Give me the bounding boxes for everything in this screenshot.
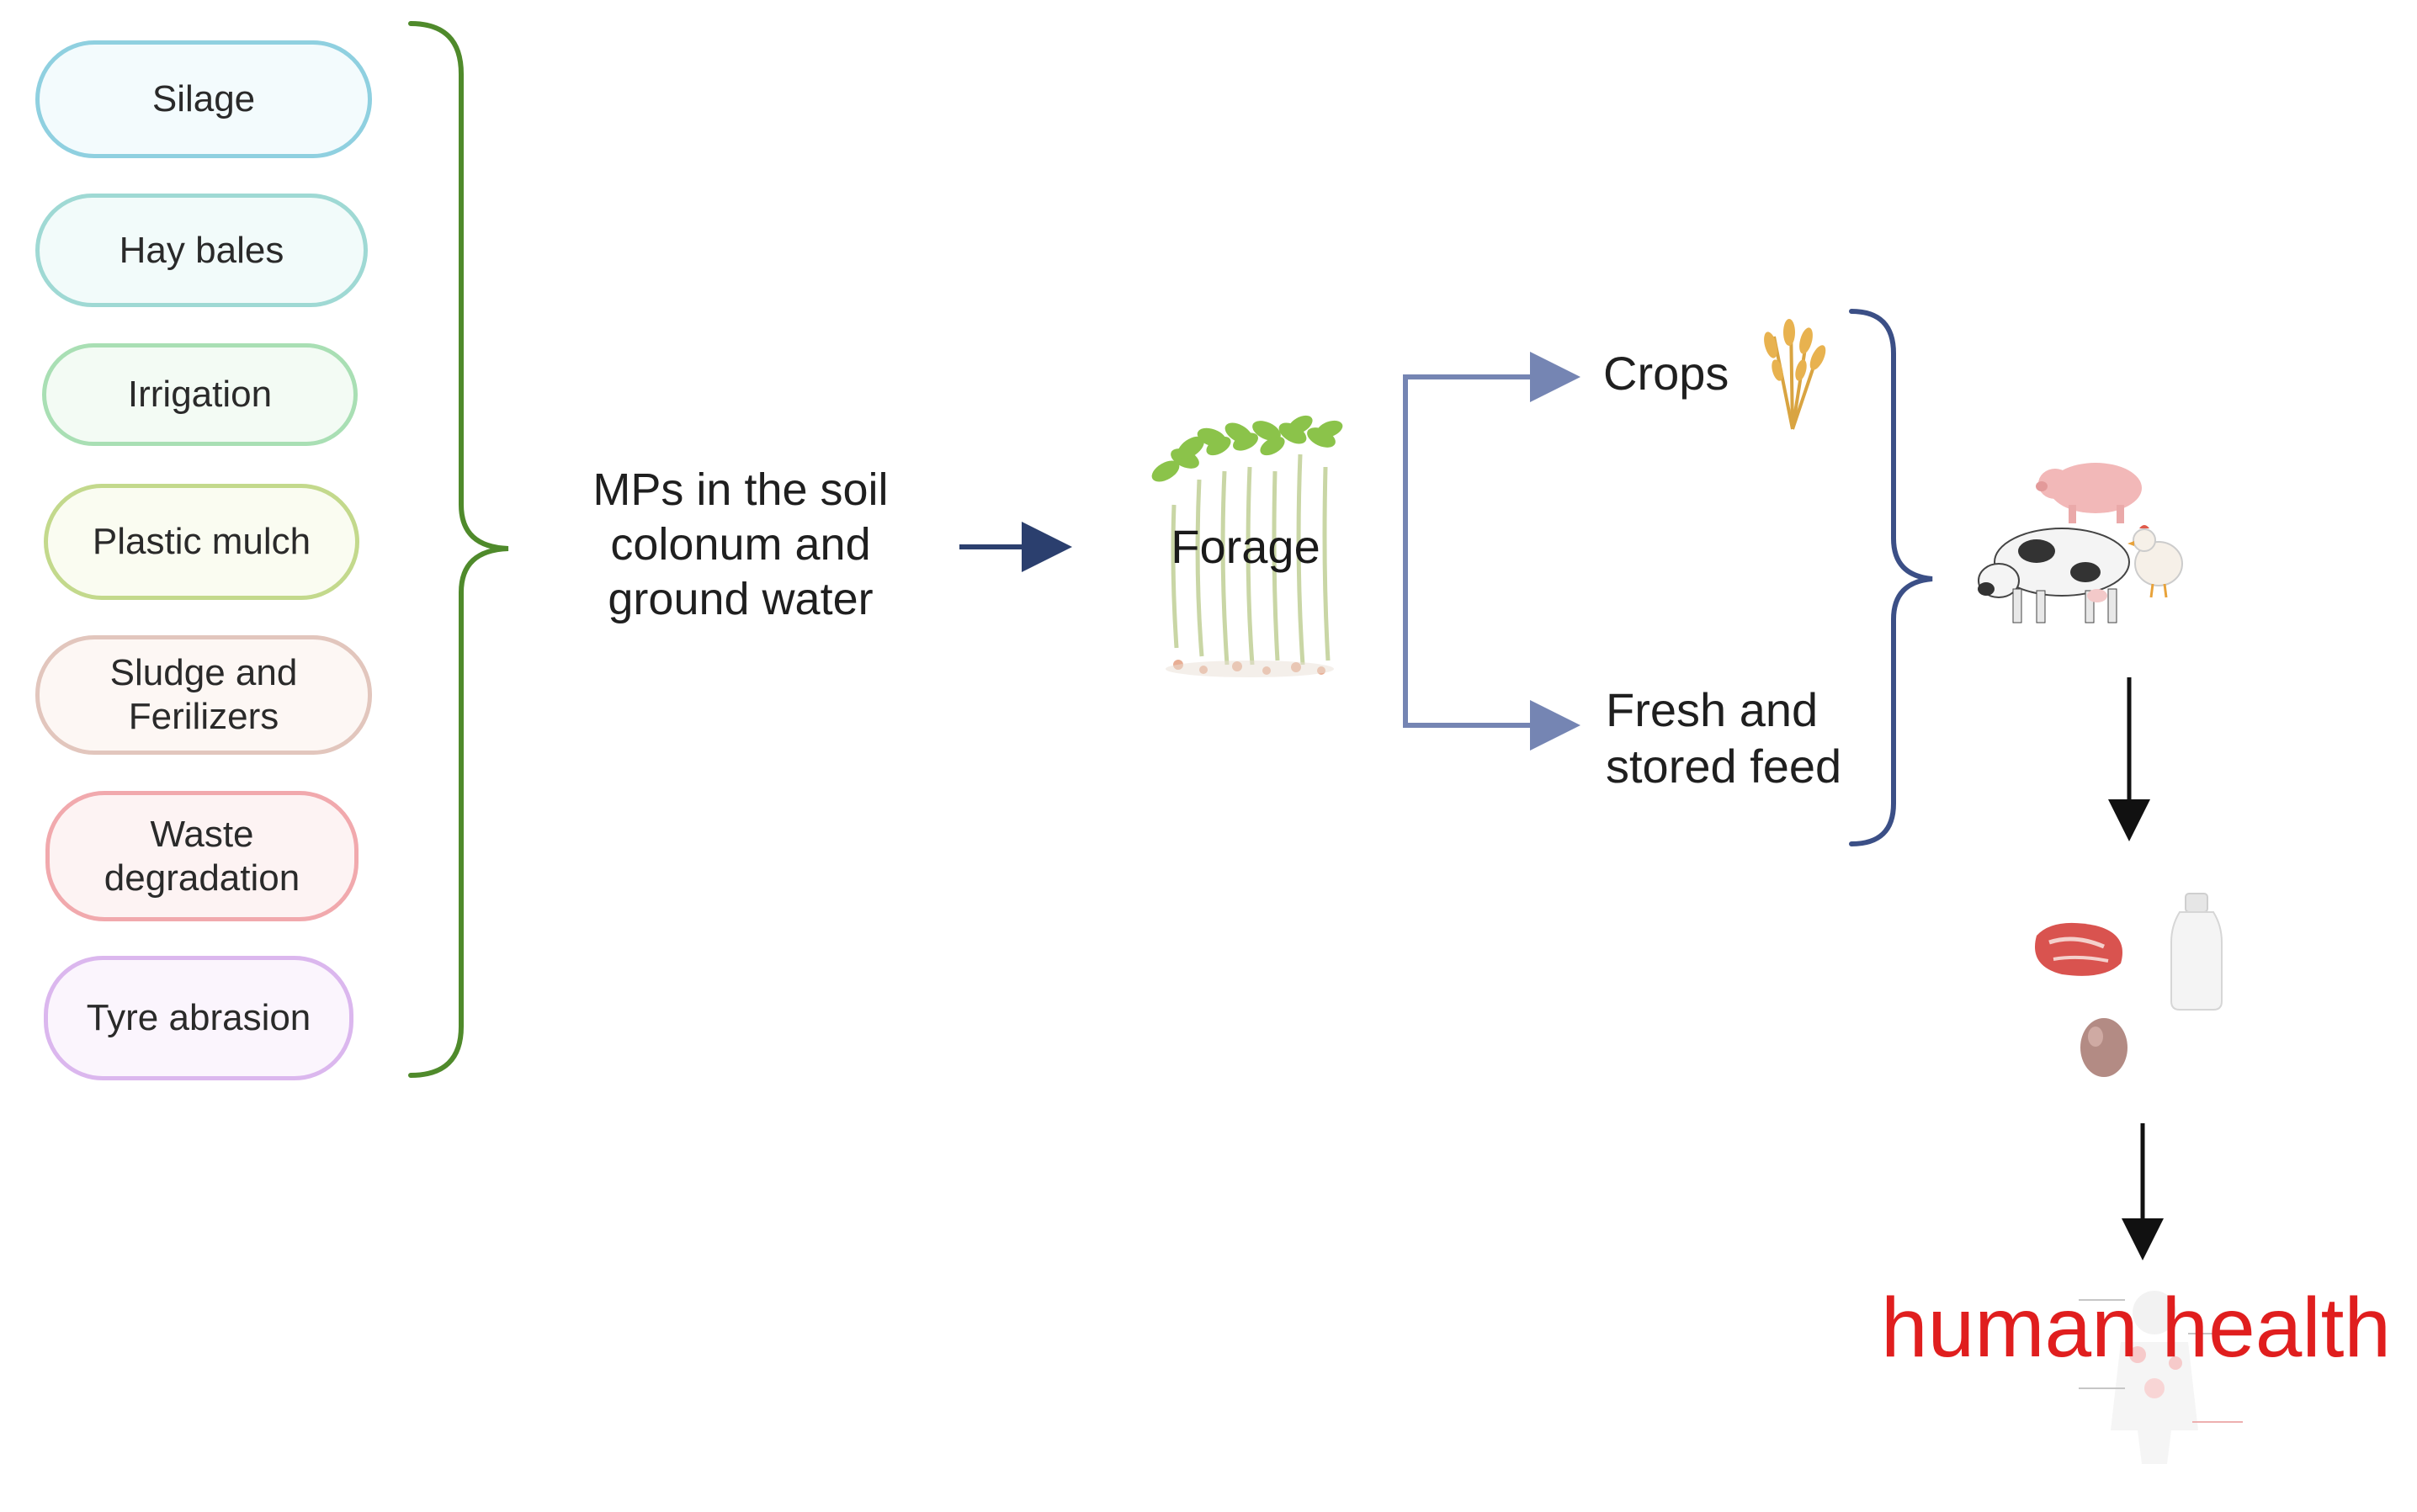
source-irrigation: Irrigation [42,343,358,446]
chicken-icon [2127,525,2183,598]
human-body-icon [2079,1291,2247,1464]
source-label: Waste degradation [104,813,300,899]
source-waste-degradation: Waste degradation [45,791,359,921]
source-label: Hay bales [119,229,284,271]
sources-brace [408,21,509,1078]
feed-brace [1849,309,1933,846]
source-plastic-mulch: Plastic mulch [44,484,359,600]
source-label: Tyre abrasion [86,997,311,1039]
crops-label: Crops [1603,347,1729,400]
branch-connector [1403,374,1574,728]
source-tyre-abrasion: Tyre abrasion [44,956,353,1080]
source-label: Plastic mulch [92,521,311,563]
source-label: Irrigation [127,374,273,416]
cow-icon [1978,528,2130,623]
feed-label: Fresh and stored feed [1606,683,1842,793]
forage-label: Forage [1171,520,1320,573]
source-hay-bales: Hay bales [35,194,368,307]
source-silage: Silage [35,40,372,158]
source-label: Silage [151,78,256,120]
pig-icon [2036,463,2142,523]
milk-bottle-icon [2170,893,2223,1011]
human-health-label: human health [1881,1281,2392,1375]
wheat-icon [1764,319,1826,430]
egg-icon [2080,1018,2127,1077]
meat-icon [2035,922,2122,976]
source-sludge-fertilizers: Sludge and Ferilizers [35,635,372,755]
source-label: Sludge and Ferilizers [109,652,298,737]
seedlings-icon [1151,415,1343,677]
mps-soil-text: MPs in the soil colonum and ground water [592,464,889,624]
